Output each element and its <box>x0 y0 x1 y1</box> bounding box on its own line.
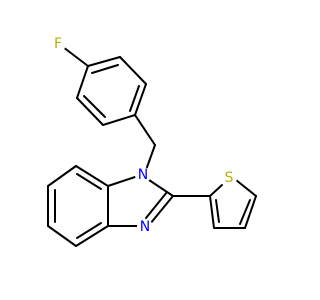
bond-th-3 <box>244 195 257 229</box>
bond-ring-2 <box>119 56 147 85</box>
bond-benzo-4 <box>47 225 77 247</box>
benzimidazole-core <box>47 165 174 247</box>
atom-nitrogen-3: N <box>137 219 153 235</box>
atom-nitrogen-1: N <box>135 167 151 183</box>
bond-c2-n3 <box>149 195 174 225</box>
bond-n1-c2 <box>145 177 174 197</box>
thiophene-ring <box>172 179 257 229</box>
bond-c7a-n1 <box>107 175 139 187</box>
bond-ring-4 <box>102 114 136 126</box>
bond-f-c1 <box>62 46 89 67</box>
atom-fluorine: F <box>50 36 66 52</box>
bond-th-1 <box>209 184 223 197</box>
bond-ch2-n1 <box>145 144 156 171</box>
atom-label-n1: N <box>138 167 148 183</box>
bond-ring-5-inner <box>83 95 106 118</box>
bond-ring-ch2 <box>134 114 156 146</box>
bond-benzo-5-inner <box>76 222 102 239</box>
atom-label-s: S <box>225 170 234 186</box>
bond-benzo-5 <box>75 225 109 247</box>
bond-ring-1-inner <box>91 64 119 74</box>
bond-ring-1 <box>87 56 121 67</box>
bond-th-3-inner <box>239 199 251 225</box>
fluorophenyl-ring <box>62 46 147 126</box>
bond-th-5-inner <box>215 199 220 223</box>
atom-label-f: F <box>54 36 62 52</box>
atom-sulfur: S <box>221 170 237 186</box>
bond-th-2 <box>235 179 257 197</box>
bond-th-5 <box>209 195 215 229</box>
bond-c2-n3-double <box>145 191 168 219</box>
bond-benzo-2 <box>47 165 77 187</box>
molecule-structure-diagram: F N N S <box>47 36 257 247</box>
bond-ring-3-inner <box>129 85 140 112</box>
bond-benzo-1-inner <box>76 173 102 190</box>
atom-label-n3: N <box>140 219 150 235</box>
bond-benzo-1 <box>75 165 109 187</box>
bond-ring-6 <box>76 65 89 99</box>
bond-ring-3 <box>134 83 147 116</box>
bond-ring-5 <box>76 97 104 126</box>
